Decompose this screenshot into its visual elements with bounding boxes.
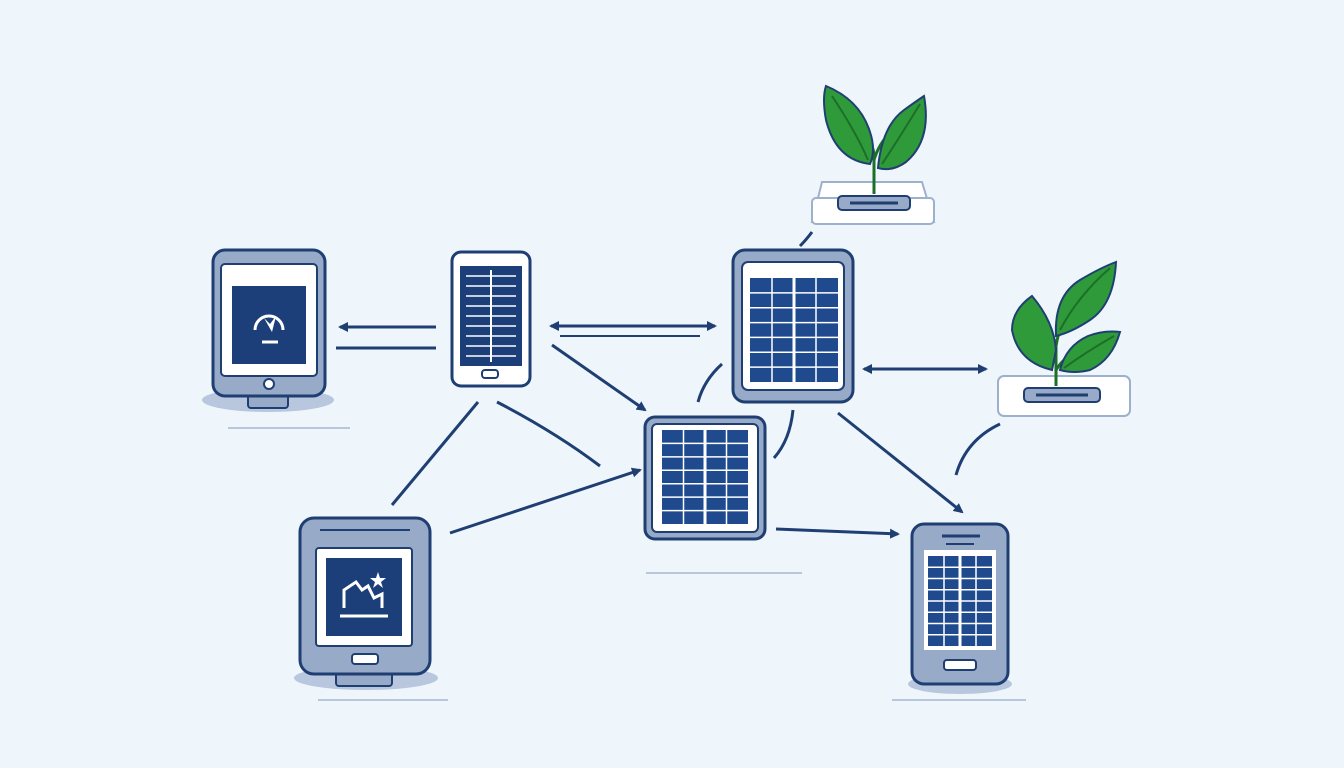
- phone-top: [450, 250, 532, 388]
- tablet-top-left: [202, 248, 334, 412]
- edge-plant-right-to-phone-bottom-right: [954, 422, 1001, 476]
- edge-phone-top-to-solar-panel-center-curve: [496, 400, 601, 468]
- plant-top: [810, 84, 936, 225]
- solar-cells-icon: [750, 278, 838, 382]
- sprout-icon: [1010, 260, 1122, 386]
- edge-phone-top-to-solar-panel-center: [551, 343, 647, 412]
- edge-solar-panel-center-to-phone-bottom-right: [775, 527, 900, 539]
- edge-phone-top-to-tablet-top-left: [336, 322, 436, 350]
- solar-cells-icon: [662, 430, 748, 524]
- sprout-icon: [823, 84, 927, 194]
- edge-tablet-bottom-left-to-phone-top: [390, 401, 480, 506]
- phone-bottom-right: [908, 522, 1012, 694]
- list-icon: [466, 270, 516, 362]
- home-chart-icon: [340, 572, 388, 618]
- ground-lines: [228, 427, 1026, 701]
- gauge-icon: [253, 314, 285, 344]
- edge-solar-panel-top-to-phone-bottom-right: [837, 411, 964, 514]
- edge-tablet-bottom-left-to-solar-panel-center: [449, 467, 642, 535]
- edge-solar-panel-top-to-solar-panel-center: [696, 362, 723, 403]
- solar-cells-icon: [928, 556, 992, 646]
- edge-solar-panel-top-to-solar-panel-center-2: [772, 409, 795, 459]
- tablet-bottom-left: [294, 516, 438, 690]
- solar-panel-center: [643, 415, 767, 541]
- edge-plant-top-to-solar-panel-top: [798, 231, 814, 248]
- plant-right: [997, 260, 1131, 417]
- solar-panel-top: [731, 248, 855, 404]
- connectors: [336, 231, 1001, 539]
